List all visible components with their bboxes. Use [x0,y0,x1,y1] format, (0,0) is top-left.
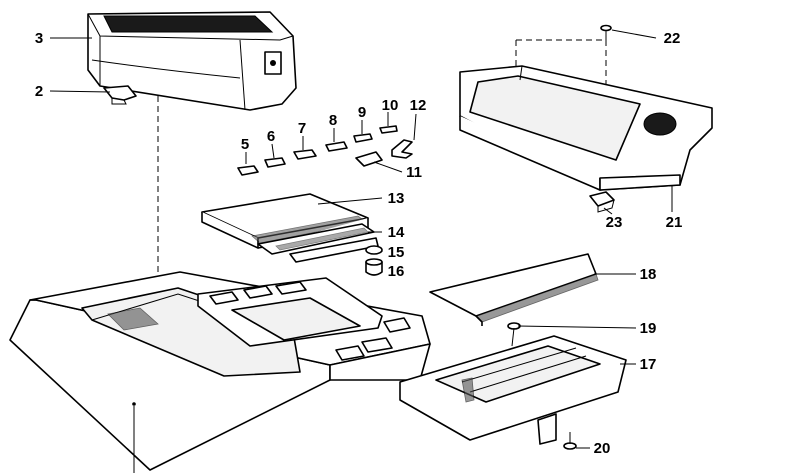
callout-14: 14 [388,224,405,241]
part-strip [257,223,379,263]
callout-labels: 2 3 5 6 7 8 9 10 12 11 13 14 15 16 17 18… [35,30,683,457]
part-clip-23 [589,191,615,213]
callout-2: 2 [35,83,43,100]
part-center-console [9,271,431,471]
part-washer [365,245,383,255]
callout-15: 15 [388,244,405,261]
callout-20: 20 [594,440,611,457]
part-storage-box [87,11,297,111]
callout-16: 16 [388,263,405,280]
callout-6: 6 [267,128,275,145]
callout-11: 11 [406,164,422,181]
part-indicator-pieces [237,125,413,176]
part-screw-19 [507,322,521,347]
part-screw-16 [365,258,383,276]
callout-23: 23 [606,214,623,231]
callout-3: 3 [35,30,43,47]
part-screw-20 [563,432,577,450]
callout-18: 18 [640,266,657,283]
part-shifter-frame [399,335,627,445]
callout-17: 17 [640,356,657,373]
leader-lines [49,29,673,449]
callout-22: 22 [664,30,681,47]
callout-12: 12 [410,97,427,114]
callout-13: 13 [388,190,405,207]
callout-8: 8 [329,112,337,129]
part-screw-22 [600,24,612,42]
callout-19: 19 [640,320,657,337]
part-flap [429,253,599,326]
callout-21: 21 [666,214,683,231]
callout-10: 10 [382,97,399,114]
callout-5: 5 [241,136,249,153]
part-clip [103,85,137,105]
part-rear-housing [459,65,713,191]
callout-7: 7 [298,120,306,137]
callout-9: 9 [358,104,366,121]
